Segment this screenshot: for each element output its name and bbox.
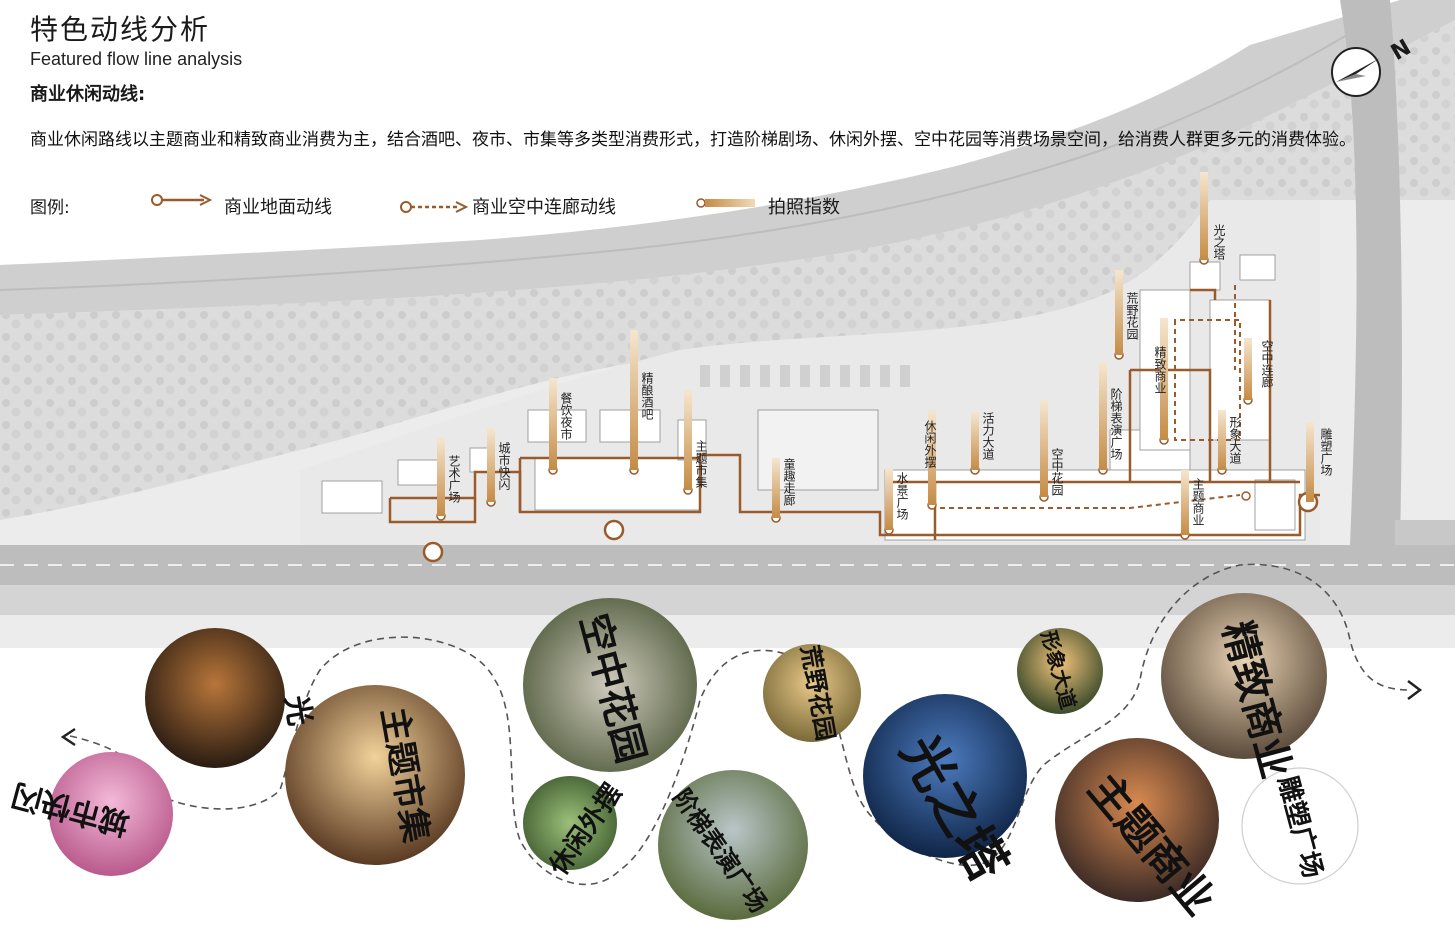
legend-photo-label: 拍照指数 (768, 197, 840, 218)
legend-title: 图例: (30, 198, 70, 218)
plan-label-night-market: 餐饮夜市 (559, 392, 573, 440)
plan-label-fine-retail: 精致商业 (1153, 346, 1167, 394)
plan-label-light-tower: 光之塔 (1212, 224, 1226, 260)
description-text: 商业休闲路线以主题商业和精致商业消费为主，结合酒吧、夜市、市集等多类型消费形式，… (30, 130, 1356, 150)
plan-label-water-plaza: 水景广场 (895, 472, 909, 520)
plan-label-sky-corridor: 空中连廊 (1260, 340, 1274, 388)
legend-ground-symbol (151, 194, 213, 206)
plan-label-art-plaza: 艺术广场 (447, 455, 461, 503)
compass-icon (1331, 47, 1381, 97)
plan-label-sculpture-plaza: 雕塑广场 (1319, 428, 1333, 476)
plan-label-sky-garden: 空中花园 (1050, 448, 1064, 496)
plan-label-theme-bazaar: 主题市集 (694, 440, 708, 488)
plan-label-wild-garden: 荒野花园 (1125, 292, 1139, 340)
plan-label-kids-corridor: 童趣走廊 (782, 458, 796, 506)
plan-label-pop-up: 城市快闪 (497, 442, 511, 490)
plan-label-craft-bar: 精酿酒吧 (640, 372, 654, 420)
legend-ground-label: 商业地面动线 (224, 197, 332, 218)
plan-label-vitality-avenue: 活力大道 (981, 412, 995, 460)
plan-label-theme-retail: 主题商业 (1191, 478, 1205, 526)
plan-label-stair-theater: 阶梯表演广场 (1109, 388, 1123, 460)
page-title: 特色动线分析 (30, 13, 211, 46)
page-title-en: Featured flow line analysis (30, 49, 243, 69)
plan-label-image-avenue: 形象大道 (1228, 416, 1242, 464)
legend-sky-symbol (400, 201, 469, 213)
legend-photo-symbol (696, 198, 755, 208)
plan-label-leisure-outdoor: 休闲外摆 (923, 420, 937, 468)
legend-sky-label: 商业空中连廊动线 (472, 197, 616, 218)
site-plan (0, 0, 1455, 648)
section-subtitle: 商业休闲动线: (30, 84, 146, 105)
